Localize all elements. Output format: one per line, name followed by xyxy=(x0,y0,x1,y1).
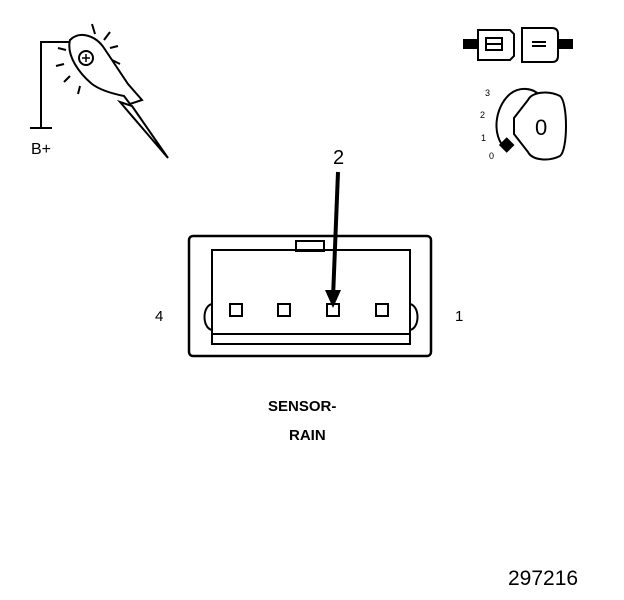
ignition-position-1: 1 xyxy=(481,133,487,143)
pin-cavity-1 xyxy=(375,303,389,317)
connector-face xyxy=(187,234,433,358)
pin-cavity-3 xyxy=(277,303,291,317)
ignition-key-label: 0 xyxy=(535,115,548,140)
ignition-position-0: 0 xyxy=(489,151,495,161)
pin-label-left: 4 xyxy=(155,308,164,325)
ignition-position-2: 2 xyxy=(480,110,486,120)
pin-cavity-4 xyxy=(229,303,243,317)
figure-number: 297216 xyxy=(508,567,579,590)
callout-number: 2 xyxy=(333,147,345,169)
connector-name-line1: SENSOR- xyxy=(268,398,337,415)
pin-cavity-2 xyxy=(326,303,340,317)
ignition-key-icon xyxy=(495,88,567,161)
ignition-position-3: 3 xyxy=(485,88,491,98)
test-light-icon xyxy=(30,23,169,159)
connector-name-line2: RAIN xyxy=(289,427,326,444)
callout-arrow xyxy=(325,171,341,308)
supply-label: B+ xyxy=(31,141,52,158)
pin-label-right: 1 xyxy=(455,308,464,325)
connector-plug-icon xyxy=(463,27,573,63)
